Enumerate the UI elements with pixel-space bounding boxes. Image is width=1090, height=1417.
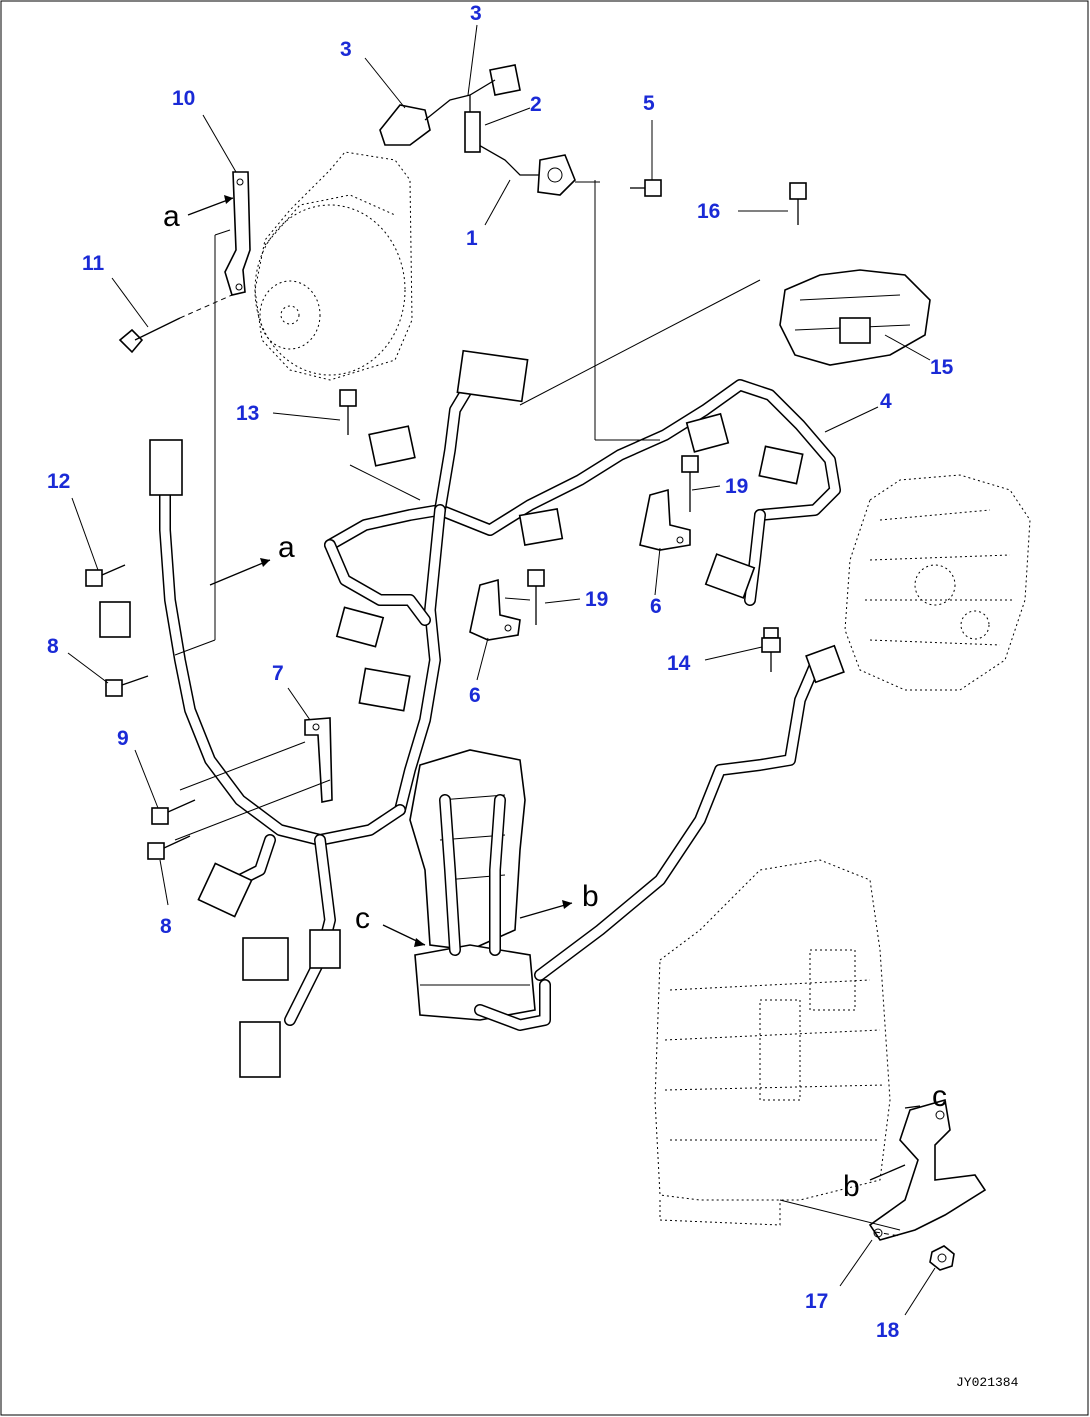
callout-3-top: 3 — [470, 2, 482, 25]
callout-8-lower: 8 — [160, 915, 172, 938]
callout-19-upper: 19 — [725, 475, 748, 498]
callout-3-left: 3 — [340, 38, 352, 61]
leader-lines — [67, 24, 936, 1316]
bolt-19-upper — [681, 455, 699, 512]
clamp-6-right — [639, 488, 691, 551]
flywheel-housing — [254, 151, 413, 381]
bracket-17 — [868, 1098, 987, 1241]
bolt-5 — [630, 179, 662, 197]
callout-11: 11 — [82, 252, 105, 275]
engine-block — [654, 859, 891, 1226]
transmission-block — [844, 474, 1031, 691]
bracket-10 — [224, 171, 251, 296]
drawing-number: JY021384 — [956, 1375, 1019, 1390]
bolt-11 — [118, 294, 233, 354]
bolt-13 — [339, 389, 357, 435]
bolt-8-lower — [147, 835, 191, 860]
bolt-9 — [151, 799, 196, 825]
a-arrow-mid — [209, 559, 271, 586]
clamp-7 — [304, 717, 333, 803]
callout-18: 18 — [876, 1319, 900, 1342]
callout-6-left: 6 — [469, 684, 481, 707]
bolt-12 — [85, 564, 126, 587]
ref-a-mid: a — [278, 531, 295, 564]
callout-14: 14 — [667, 652, 691, 675]
c-arrow-right — [904, 1105, 921, 1109]
callout-4: 4 — [880, 390, 892, 413]
callout-16: 16 — [697, 200, 720, 223]
ref-b-mid: b — [582, 880, 599, 913]
clamp-6-left — [469, 578, 521, 641]
ref-c-mid: c — [355, 902, 370, 935]
ref-a-top: a — [163, 200, 180, 233]
callout-9: 9 — [117, 727, 129, 750]
sensor-harness-1 — [379, 64, 576, 196]
callout-6-right: 6 — [650, 595, 662, 618]
ref-b-right: b — [843, 1170, 860, 1203]
nut-18 — [929, 1245, 955, 1271]
callout-12: 12 — [47, 470, 70, 493]
callout-1: 1 — [466, 227, 478, 250]
callout-15: 15 — [930, 356, 954, 379]
callout-7: 7 — [272, 662, 284, 685]
callout-13: 13 — [236, 402, 259, 425]
callout-10: 10 — [172, 87, 195, 110]
transmission-cable — [534, 659, 821, 981]
callout-5: 5 — [643, 92, 655, 115]
controller-module — [409, 749, 551, 1031]
b-arrow-right — [869, 1164, 906, 1181]
harness-connectors — [99, 349, 845, 1078]
bolt-16 — [789, 182, 807, 225]
callout-17: 17 — [805, 1290, 828, 1313]
bolt-8-upper — [105, 675, 149, 697]
guide-lines — [174, 180, 901, 1231]
callout-19-lower: 19 — [585, 588, 608, 611]
wiring-harness-4 — [159, 379, 841, 1026]
ref-c-right: c — [932, 1080, 947, 1113]
valve-15 — [779, 269, 931, 366]
callout-8-upper: 8 — [47, 635, 59, 658]
bolt-19-lower — [527, 569, 545, 625]
sensor-14 — [761, 627, 781, 672]
callout-2: 2 — [530, 93, 542, 116]
